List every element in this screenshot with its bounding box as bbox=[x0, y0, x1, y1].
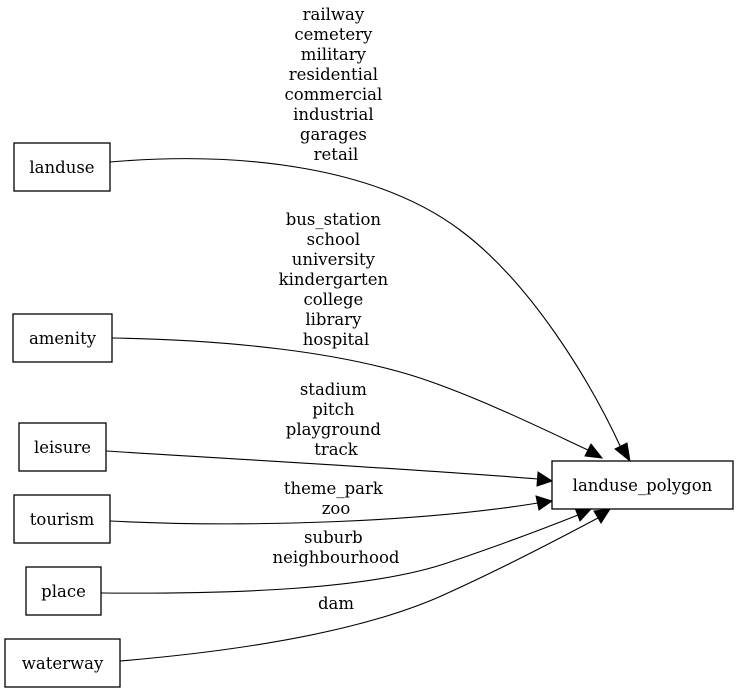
edge-line-leisure bbox=[105, 450, 539, 480]
arrowhead-landuse bbox=[614, 442, 631, 463]
edge-label-landuse: railway cemetery military residential co… bbox=[284, 5, 387, 164]
node-waterway[interactable]: waterway bbox=[4, 638, 121, 688]
edge-line-tourism bbox=[109, 502, 539, 525]
edge-label-line: residential bbox=[289, 65, 378, 84]
edge-label-line: railway bbox=[303, 5, 365, 24]
edge-label-line: kindergarten bbox=[279, 270, 389, 289]
edge-label-line: neighbourhood bbox=[273, 548, 400, 567]
node-label: landuse bbox=[29, 158, 94, 177]
edge-labels: railway cemetery military residential co… bbox=[273, 5, 400, 613]
edge-label-line: pitch bbox=[312, 400, 355, 419]
edge-leisure bbox=[105, 450, 554, 487]
edge-label-leisure: stadium pitch playground track bbox=[286, 380, 386, 459]
edge-label-tourism: theme_park zoo bbox=[284, 479, 388, 518]
node-label: place bbox=[41, 582, 86, 601]
edge-label-waterway: dam bbox=[318, 594, 354, 613]
edge-label-line: theme_park bbox=[284, 479, 384, 498]
node-box bbox=[13, 494, 111, 544]
arrowhead-leisure bbox=[536, 471, 554, 487]
edge-label-line: stadium bbox=[300, 380, 367, 399]
arrowhead-amenity bbox=[584, 443, 604, 459]
edge-label-line: school bbox=[307, 230, 360, 249]
node-box bbox=[13, 142, 111, 192]
edge-waterway bbox=[119, 508, 611, 662]
edge-label-line: military bbox=[301, 45, 367, 64]
node-leisure[interactable]: leisure bbox=[18, 422, 107, 472]
arrowhead-waterway bbox=[593, 508, 611, 524]
node-label: amenity bbox=[29, 329, 97, 348]
edge-label-line: hospital bbox=[303, 330, 370, 349]
edge-tourism bbox=[109, 495, 554, 525]
node-label: waterway bbox=[22, 654, 104, 673]
node-box bbox=[12, 313, 113, 363]
edges bbox=[100, 158, 631, 662]
edge-label-line: playground bbox=[286, 420, 382, 439]
node-box bbox=[25, 566, 102, 616]
edge-label-line: university bbox=[292, 250, 376, 269]
edge-label-line: zoo bbox=[322, 499, 351, 518]
edge-landuse bbox=[109, 158, 631, 463]
edge-line-landuse bbox=[109, 158, 623, 451]
node-amenity[interactable]: amenity bbox=[12, 313, 113, 363]
node-box bbox=[4, 638, 121, 688]
edge-label-place: suburb neighbourhood bbox=[273, 528, 400, 567]
node-box bbox=[551, 460, 734, 510]
edge-label-line: suburb bbox=[304, 528, 363, 547]
arrowhead-tourism bbox=[535, 495, 554, 511]
edge-line-amenity bbox=[111, 337, 589, 451]
node-box bbox=[18, 422, 107, 472]
node-tourism[interactable]: tourism bbox=[13, 494, 111, 544]
node-landuse[interactable]: landuse bbox=[13, 142, 111, 192]
edge-line-waterway bbox=[119, 517, 599, 662]
edge-label-line: college bbox=[303, 290, 363, 309]
node-landuse-polygon[interactable]: landuse_polygon bbox=[551, 460, 734, 510]
edge-amenity bbox=[111, 337, 604, 459]
edge-label-line: cemetery bbox=[294, 25, 373, 44]
source-nodes: landuse amenity leisure tourism place wa… bbox=[4, 142, 121, 688]
node-label: landuse_polygon bbox=[573, 476, 713, 495]
node-place[interactable]: place bbox=[25, 566, 102, 616]
node-label: leisure bbox=[34, 438, 91, 457]
edge-line-place bbox=[100, 514, 579, 594]
edge-label-amenity: bus_station school university kindergart… bbox=[279, 210, 394, 349]
edge-label-line: industrial bbox=[293, 105, 373, 124]
edge-label-line: commercial bbox=[284, 85, 382, 104]
node-label: tourism bbox=[30, 510, 95, 529]
edge-label-line: bus_station bbox=[286, 210, 382, 229]
edge-label-line: track bbox=[314, 440, 359, 459]
arrowhead-place bbox=[574, 507, 593, 522]
edge-label-line: garages bbox=[300, 125, 367, 144]
edge-label-line: retail bbox=[314, 145, 359, 164]
edge-label-line: dam bbox=[318, 594, 354, 613]
edge-label-line: library bbox=[305, 310, 362, 329]
